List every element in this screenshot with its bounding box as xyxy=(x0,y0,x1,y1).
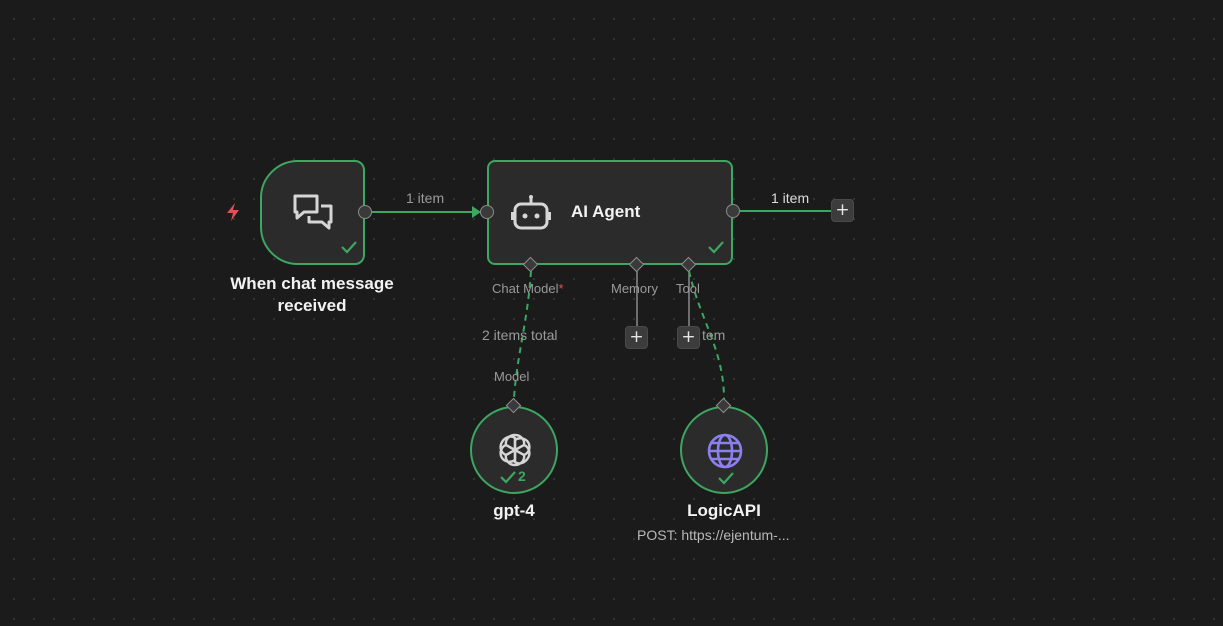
add-output-node-button[interactable]: + xyxy=(831,199,854,222)
connection-label-trigger-agent: 1 item xyxy=(406,190,445,206)
logicapi-subtitle: POST: https://ejentum-... xyxy=(637,527,790,543)
ai-agent-node[interactable]: AI Agent xyxy=(487,160,733,265)
tool-port-label: Tool xyxy=(676,281,700,296)
chat-model-port-label: Chat Model* xyxy=(492,281,564,296)
trigger-node[interactable] xyxy=(260,160,365,265)
add-memory-button[interactable]: + xyxy=(625,326,648,349)
gpt-4-title: gpt-4 xyxy=(493,501,535,520)
logicapi-node[interactable] xyxy=(680,406,768,494)
tool-link-label: tem xyxy=(702,327,726,343)
trigger-title: When chat message received xyxy=(230,274,394,315)
globe-icon xyxy=(707,433,743,469)
logicapi-title: LogicAPI xyxy=(687,501,761,520)
agent-input-handle[interactable] xyxy=(480,205,494,219)
model-link-label: 2 items total xyxy=(482,327,558,343)
memory-port-label: Memory xyxy=(611,281,658,296)
trigger-bolt-icon xyxy=(227,203,239,221)
success-check-icon xyxy=(500,471,516,484)
openai-icon xyxy=(499,433,531,467)
success-check-icon xyxy=(718,472,734,485)
gpt-4-node[interactable]: 2 xyxy=(470,406,558,494)
agent-output-handle[interactable] xyxy=(726,204,740,218)
add-tool-button[interactable]: + xyxy=(677,326,700,349)
robot-icon xyxy=(511,195,551,230)
ai-agent-title: AI Agent xyxy=(571,202,641,221)
run-count-badge: 2 xyxy=(518,468,526,484)
success-check-icon xyxy=(708,241,724,254)
connection-label-agent-output: 1 item xyxy=(771,190,810,206)
trigger-output-handle[interactable] xyxy=(358,205,372,219)
success-check-icon xyxy=(341,241,357,254)
model-port-label: Model xyxy=(494,369,530,384)
chat-bubbles-icon xyxy=(293,194,333,230)
